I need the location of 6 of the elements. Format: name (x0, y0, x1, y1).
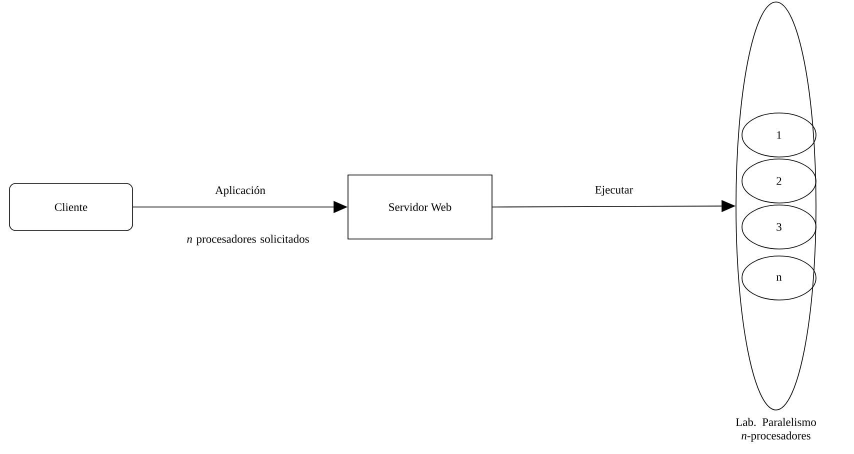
server-box: Servidor Web (348, 174, 492, 240)
edge-label: Ejecutar (595, 186, 634, 196)
edge-label: Aplicación (215, 186, 266, 196)
edge-note: n procesadores solicitados (187, 234, 309, 246)
client-box: Cliente (9, 183, 133, 231)
node-label: Lab. Paralelismo n-procesadores (736, 418, 816, 442)
